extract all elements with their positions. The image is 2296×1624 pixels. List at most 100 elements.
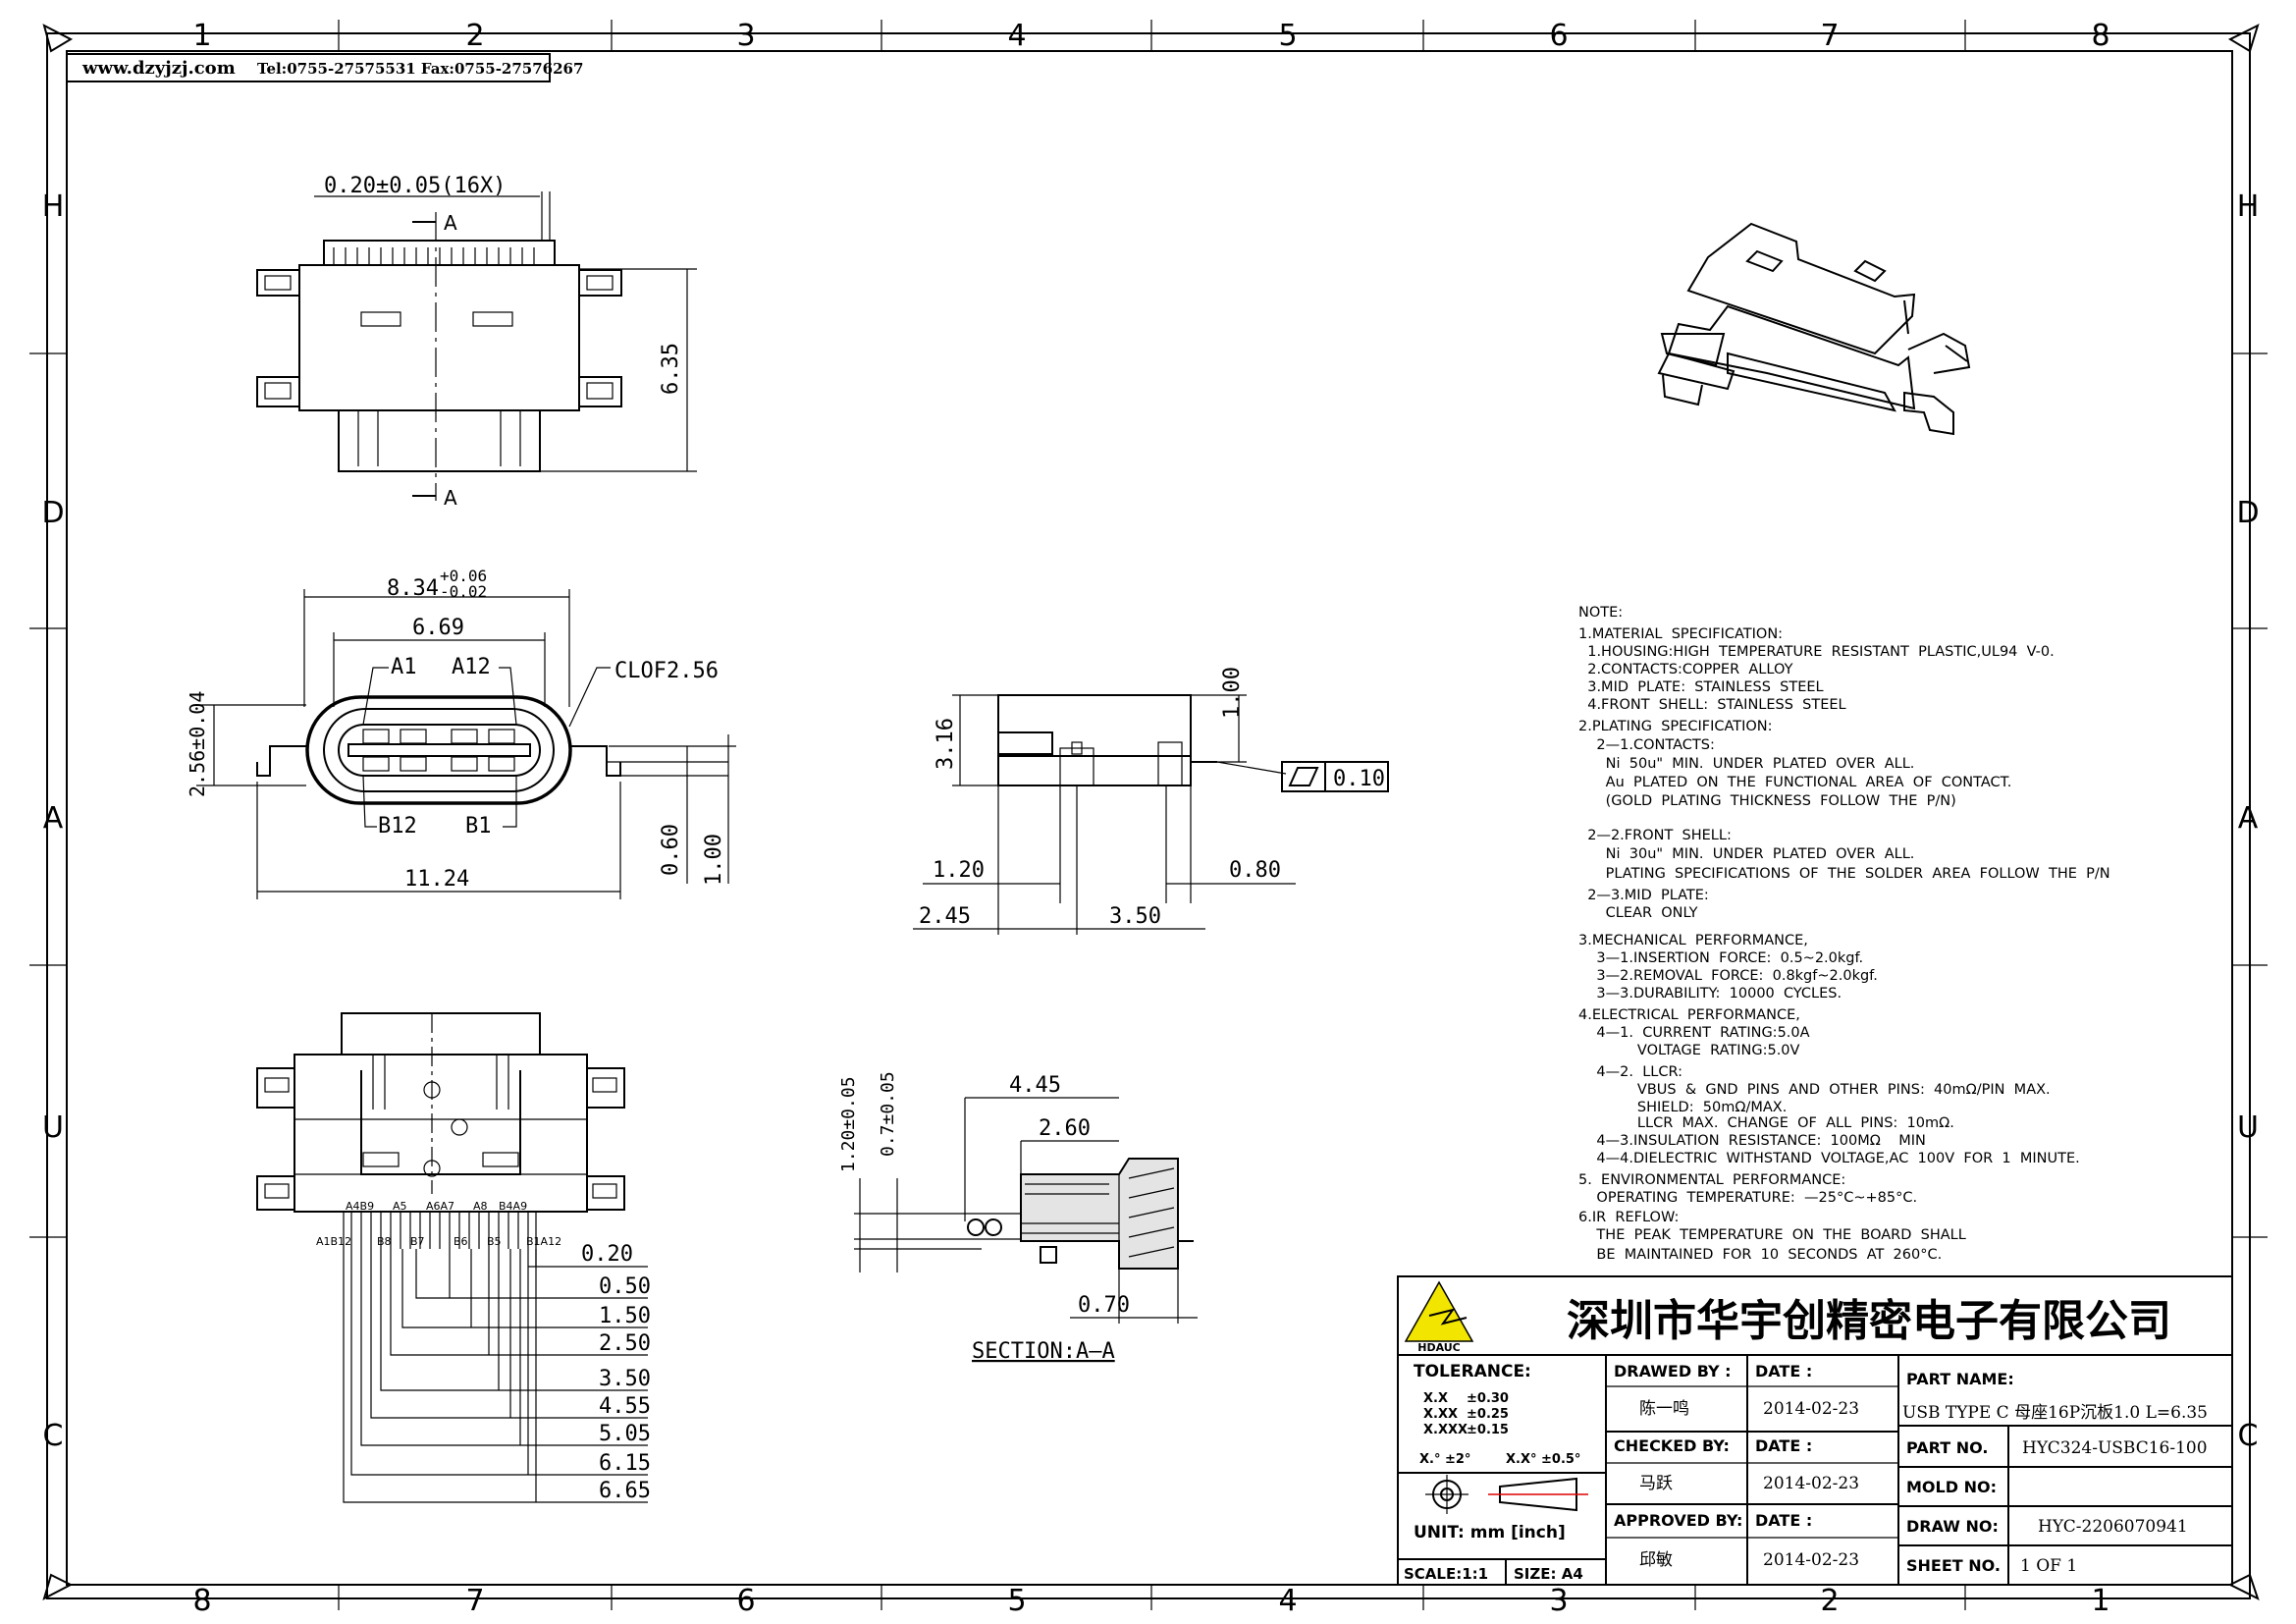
sheet-frame: 1 2 3 4 5 6 7 8 8 7 6 5 4 3 2 1 H D A U … (29, 19, 2268, 1618)
tol-key: X.X (1423, 1391, 1448, 1406)
col-label: 5 (1278, 19, 1297, 53)
part-name-value: USB TYPE C 母座16P沉板1.0 L=6.35 (1902, 1403, 2208, 1423)
side-dim-350: 3.50 (1109, 904, 1161, 929)
header-contact: Tel:0755-27575531 Fax:0755-27576267 (257, 60, 583, 78)
unit-label: UNIT: mm [inch] (1414, 1523, 1566, 1543)
tol-value: ±0.15 (1467, 1423, 1509, 1437)
section-view: 4.45 2.60 1.20±0.05 0.7±0.05 0.70 SECTIO… (838, 1071, 1198, 1364)
note-line: 3.MID PLATE: STAINLESS STEEL (1578, 679, 1824, 695)
date-value: 2014-02-23 (1763, 1550, 1859, 1570)
col-label: 6 (1549, 19, 1568, 53)
note-line: VBUS & GND PINS AND OTHER PINS: 40mΩ/PIN… (1578, 1082, 2051, 1098)
drawn-by-value: 陈一鸣 (1639, 1399, 1689, 1419)
note-line: 1.MATERIAL SPECIFICATION: (1578, 626, 1783, 642)
note-line: 3—3.DURABILITY: 10000 CYCLES. (1578, 986, 1842, 1001)
front-dim-100: 1.00 (702, 834, 726, 886)
date-label: DATE : (1755, 1362, 1812, 1380)
note-line: THE PEAK TEMPERATURE ON THE BOARD SHALL (1578, 1227, 1966, 1243)
row-label: A (43, 801, 64, 836)
front-chamfer: CLOF2.56 (614, 659, 719, 683)
row-label: A (2238, 801, 2259, 836)
note-line: NOTE: (1578, 605, 1623, 621)
drawn-by-label: DRAWED BY : (1614, 1362, 1732, 1380)
section-mark-bottom: A (444, 486, 457, 510)
note-line: 5. ENVIRONMENTAL PERFORMANCE: (1578, 1172, 1845, 1188)
pin-label: B8 (377, 1235, 392, 1248)
date-label: DATE : (1755, 1436, 1812, 1455)
section-dim-070: 0.70 (1078, 1293, 1130, 1318)
note-line: OPERATING TEMPERATURE: —25°C~+85°C. (1578, 1190, 1917, 1206)
col-label: 4 (1007, 19, 1026, 53)
draw-no-label: DRAW NO: (1906, 1517, 1999, 1536)
side-flatness: 0.10 (1333, 767, 1385, 791)
pin-label: B7 (410, 1235, 425, 1248)
col-label: 1 (192, 19, 211, 53)
pin-label-b12: B12 (378, 814, 417, 839)
row-label: H (2237, 189, 2260, 224)
note-line: BE MAINTAINED FOR 10 SECONDS AT 260°C. (1578, 1247, 1942, 1263)
front-height-dim: 2.56±0.04 (186, 691, 209, 797)
note-line: PLATING SPECIFICATIONS OF THE SOLDER ARE… (1578, 866, 2110, 882)
col-label: 3 (1549, 1584, 1568, 1618)
note-line: 6.IR REFLOW: (1578, 1210, 1679, 1225)
pin-label-b1: B1 (465, 814, 492, 839)
section-title: SECTION:A—A (972, 1339, 1115, 1364)
section-mark-top: A (444, 211, 457, 235)
front-inner-dim: 6.69 (412, 616, 464, 640)
note-line: 4—1. CURRENT RATING:5.0A (1578, 1025, 1810, 1041)
row-label: U (42, 1110, 64, 1145)
col-label: 2 (465, 19, 484, 53)
tol-angle: X.° ±2° (1419, 1452, 1470, 1467)
approved-by-value: 邱敏 (1639, 1550, 1673, 1570)
pin-label: B1A12 (526, 1235, 561, 1248)
tol-key: X.XXX (1423, 1423, 1468, 1437)
note-line: CLEAR ONLY (1578, 905, 1698, 921)
top-view: 0.20±0.05(16X) A A 6. (256, 174, 697, 510)
row-label: D (2236, 496, 2259, 530)
note-line: (GOLD PLATING THICKNESS FOLLOW THE P/N) (1578, 793, 1956, 809)
mold-no-label: MOLD NO: (1906, 1478, 1997, 1496)
part-name-label: PART NAME: (1906, 1370, 2014, 1388)
pin-label: A6A7 (426, 1200, 454, 1213)
note-line: 4—2. LLCR: (1578, 1064, 1682, 1080)
note-line: 2.PLATING SPECIFICATION: (1578, 719, 1773, 734)
size-label: SIZE: A4 (1514, 1565, 1583, 1583)
title-block: HDAUC 深圳市华宇创精密电子有限公司 TOLERANCE: X.X ±0.3… (1397, 1275, 2233, 1586)
note-line: 2—2.FRONT SHELL: (1578, 828, 1732, 843)
bottom-dim: 0.50 (599, 1274, 651, 1299)
part-no-value: HYC324-USBC16-100 (2022, 1438, 2208, 1458)
row-label: H (42, 189, 65, 224)
front-dim-060: 0.60 (659, 824, 683, 876)
tolerance-label: TOLERANCE: (1414, 1362, 1531, 1381)
pin-label-a1: A1 (391, 655, 417, 679)
row-label: U (2237, 1110, 2259, 1145)
note-line: 4.ELECTRICAL PERFORMANCE, (1578, 1007, 1800, 1023)
section-dim-120: 1.20±0.05 (838, 1076, 859, 1172)
col-label: 3 (736, 19, 755, 53)
side-dim-100: 1.00 (1220, 667, 1245, 719)
note-line: VOLTAGE RATING:5.0V (1578, 1043, 1800, 1058)
draw-no-value: HYC-2206070941 (2038, 1517, 2188, 1537)
side-dim-080: 0.80 (1229, 858, 1281, 883)
col-label: 8 (2091, 19, 2109, 53)
pin-label: B4A9 (499, 1200, 527, 1213)
part-no-label: PART NO. (1906, 1438, 1988, 1457)
bottom-dim: 5.05 (599, 1422, 651, 1446)
tol-key: X.XX (1423, 1407, 1458, 1422)
sheet-no-label: SHEET NO. (1906, 1556, 2001, 1575)
checked-by-label: CHECKED BY: (1614, 1436, 1730, 1455)
section-dim-445: 4.45 (1009, 1073, 1061, 1098)
note-line: 3.MECHANICAL PERFORMANCE, (1578, 933, 1808, 948)
pin-label: A8 (473, 1200, 488, 1213)
pin-label-a12: A12 (452, 655, 491, 679)
note-line: 2.CONTACTS:COPPER ALLOY (1578, 662, 1793, 677)
checked-by-value: 马跃 (1639, 1474, 1673, 1493)
pin-label: B6 (454, 1235, 468, 1248)
scale-label: SCALE:1:1 (1404, 1565, 1488, 1583)
front-span-dim: 11.24 (404, 867, 469, 892)
side-dim-245: 2.45 (919, 904, 971, 929)
pin-label: A5 (393, 1200, 407, 1213)
section-dim-260: 2.60 (1039, 1116, 1091, 1141)
col-label: 4 (1278, 1584, 1297, 1618)
